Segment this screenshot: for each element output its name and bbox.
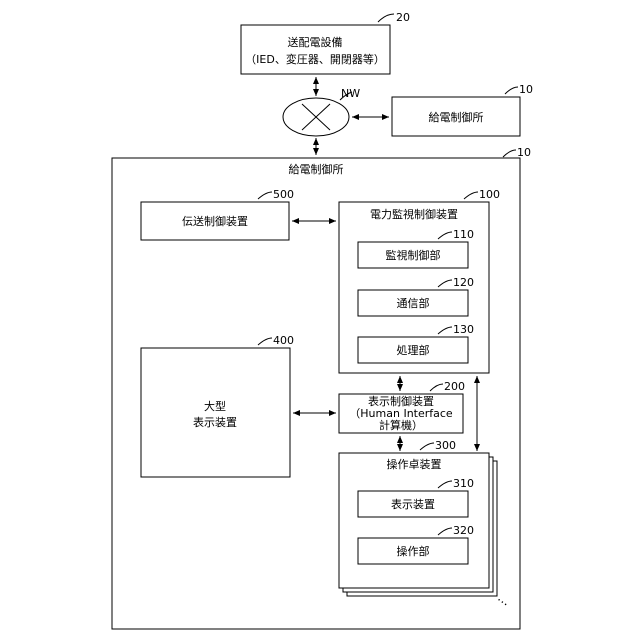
power-monitoring-label: 電力監視制御装置: [370, 207, 458, 221]
console-ref-number: 300: [435, 439, 456, 452]
unit-320-ref-number: 320: [453, 524, 474, 537]
display-control-block: 表示制御装置 （Human Interface 計算機）: [339, 394, 463, 433]
monitoring-control-unit: 監視制御部: [358, 242, 468, 268]
network-label: NW: [341, 87, 360, 100]
transmission-control-block: 伝送制御装置: [141, 202, 289, 240]
unit-120-ref-number: 120: [453, 276, 474, 289]
transmission-ref-number: 500: [273, 188, 294, 201]
other-center-ref-number: 10: [519, 83, 533, 96]
processing-unit: 処理部: [358, 337, 468, 363]
other-center-leader-line: [505, 87, 518, 94]
large-display-label-line1: 大型: [204, 399, 226, 413]
equipment-subtitle: （IED、変圧器、開閉器等）: [245, 52, 385, 66]
operation-unit: 操作部: [358, 538, 468, 564]
network-symbol: [283, 98, 349, 136]
equipment-leader-line: [378, 14, 394, 22]
distribution-equipment-block: 送配電設備 （IED、変圧器、開閉器等）: [241, 25, 390, 74]
equipment-ref-number: 20: [396, 11, 410, 24]
large-display-label-line2: 表示装置: [193, 415, 237, 429]
display-unit: 表示装置: [358, 491, 468, 517]
large-display-ref-number: 400: [273, 334, 294, 347]
processing-unit-label: 処理部: [397, 343, 430, 357]
control-center-ref-number: 10: [517, 146, 531, 159]
unit-310-ref-number: 310: [453, 477, 474, 490]
control-center-label: 給電制御所: [289, 162, 344, 176]
unit-130-ref-number: 130: [453, 323, 474, 336]
operation-unit-label: 操作部: [397, 544, 430, 558]
other-control-center-block: 給電制御所: [392, 97, 520, 136]
monitoring-control-unit-label: 監視制御部: [386, 248, 441, 262]
control-center-leader-line: [503, 150, 516, 157]
display-unit-label: 表示装置: [391, 497, 435, 511]
transmission-control-label: 伝送制御装置: [182, 214, 248, 228]
console-label: 操作卓装置: [387, 457, 442, 471]
communication-unit-label: 通信部: [397, 296, 430, 310]
other-center-label: 給電制御所: [429, 110, 484, 124]
console-block: 操作卓装置: [339, 453, 489, 588]
power-monitoring-ref-number: 100: [479, 188, 500, 201]
display-control-line1: 表示制御装置: [368, 394, 434, 408]
display-control-line3: 計算機）: [379, 418, 423, 432]
large-display-block: 大型 表示装置: [141, 348, 290, 477]
equipment-title: 送配電設備: [288, 35, 343, 49]
unit-110-ref-number: 110: [453, 228, 474, 241]
communication-unit: 通信部: [358, 290, 468, 316]
display-control-ref-number: 200: [444, 380, 465, 393]
